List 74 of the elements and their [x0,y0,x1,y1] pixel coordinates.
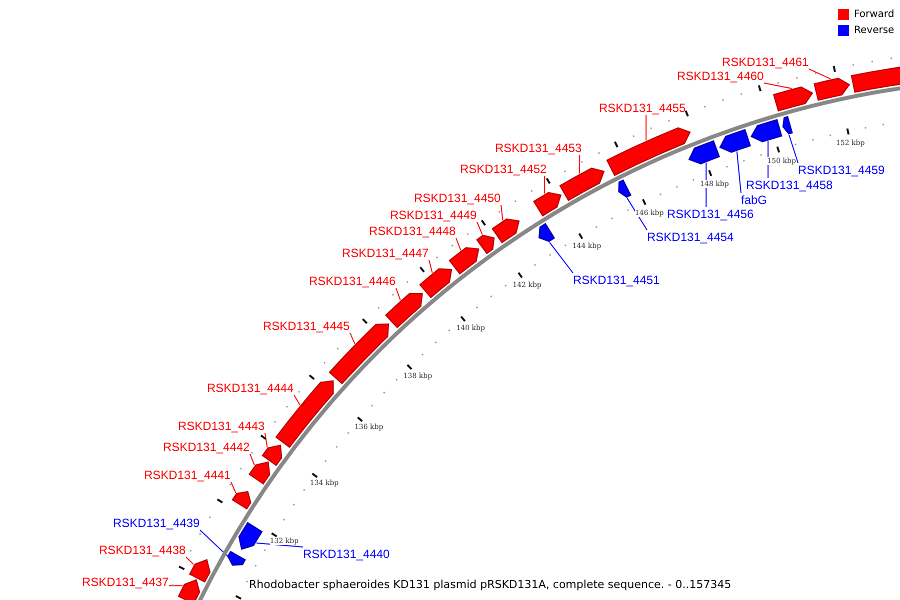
gene-label: RSKD131_4460 [677,69,764,83]
leader-line [294,394,300,406]
gene-label: RSKD131_4456 [667,207,754,221]
gene-label: RSKD131_4440 [303,547,390,561]
forward-gene-segment [533,192,562,216]
leader-line [428,260,433,274]
gene-label: RSKD131_4444 [207,381,294,395]
legend-label: Reverse [854,25,894,36]
gene-label: RSKD131_4451 [573,273,660,287]
forward-gene-segment [850,65,900,93]
forward-gene-segment [385,292,423,328]
leader-line [808,68,832,80]
gene-label: RSKD131_4448 [369,224,456,238]
leader-line [168,585,184,586]
gene-label: RSKD131_4438 [99,543,186,557]
leader-line [256,542,304,548]
leader-line [549,242,574,274]
gene-label: RSKD131_4449 [390,208,477,222]
forward-gene-segment [262,444,282,466]
forward-gene-segment [476,234,495,254]
gene-label: RSKD131_4455 [599,101,686,115]
forward-gene-segment [773,86,813,112]
gene-label: RSKD131_4442 [163,440,250,454]
leader-line [626,198,648,230]
gene-label: RSKD131_4453 [495,141,582,155]
leader-line [736,150,742,194]
leader-line [350,332,356,344]
forward-gene-segment [559,168,604,201]
map-caption: Rhodobacter sphaeroides KD131 plasmid pRSKD131A, complete sequence. - 0..157345 [249,578,732,591]
leader-line [456,238,462,251]
leader-line [396,288,401,301]
leader-line [646,114,647,141]
gene-label: RSKD131_4459 [798,163,885,177]
forward-gene-segment [448,247,480,274]
leader-line [186,556,194,565]
leader-line [250,454,255,466]
gene-label: RSKD131_4441 [144,468,231,482]
leader-line [500,204,504,221]
forward-gene-segment [492,218,520,244]
leader-line [788,134,798,164]
forward-gene-segment [178,579,200,600]
reverse-gene-segment [782,116,793,134]
gene-label: RSKD131_4443 [178,419,265,433]
gene-label: RSKD131_4437 [82,575,169,589]
legend-label: Forward [854,9,894,20]
reverse-gene-segment [688,140,720,164]
gene-label: RSKD131_4452 [460,162,547,176]
leader-line [476,222,483,236]
gene-label: fabG [741,193,768,207]
gene-label: RSKD131_4450 [414,191,501,205]
gene-label: RSKD131_4447 [342,246,429,260]
leader-line [578,154,580,174]
reverse-gene-segment [227,550,246,566]
reverse-gene-segment [618,180,632,198]
leader-line [764,82,792,89]
gene-label: RSKD131_4458 [746,178,833,192]
forward-gene-segment [189,559,210,582]
reverse-gene-segment [238,522,263,550]
reverse-gene-segment [538,223,555,242]
forward-gene-segment [606,127,691,176]
forward-gene-segment [248,462,270,484]
reverse-gene-segment [719,129,751,153]
gene-label: RSKD131_4446 [309,274,396,288]
gene-label: RSKD131_4445 [263,319,350,333]
leader-line [264,432,268,448]
gene-label: RSKD131_4454 [647,230,734,244]
forward-gene-segment [419,268,452,298]
gene-label: RSKD131_4439 [113,516,200,530]
leader-line [230,482,236,494]
gene-label: RSKD131_4461 [722,55,809,69]
forward-gene-segment [232,491,252,510]
forward-gene-segment [814,78,850,101]
leader-line [200,530,228,557]
leader-line [544,176,546,194]
